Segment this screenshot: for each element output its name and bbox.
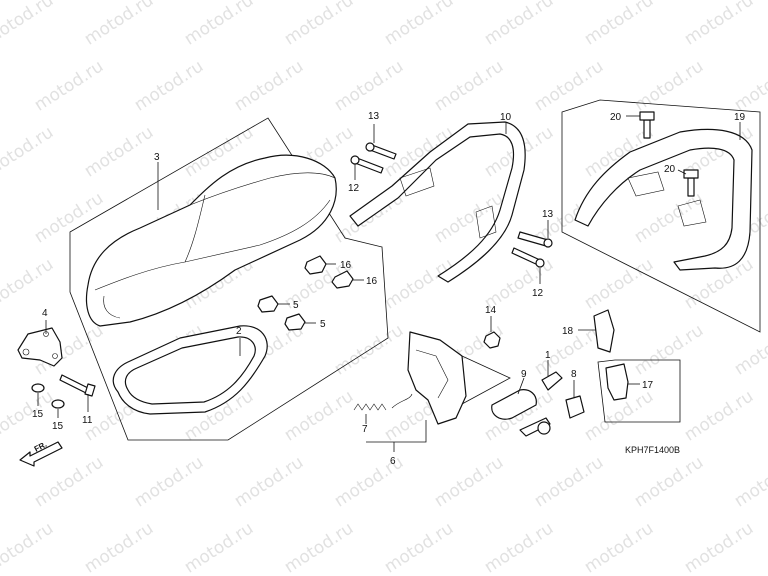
callout-12a: 12: [348, 183, 360, 194]
collar-15b: [51, 399, 65, 409]
callout-13a: 13: [368, 111, 380, 122]
callout-16b: 16: [366, 276, 378, 287]
callout-1: 1: [545, 350, 551, 361]
callout-7: 7: [362, 424, 368, 435]
bolts-right: [511, 231, 553, 268]
seat-latch: [391, 331, 467, 425]
lock-group-outline: [597, 359, 681, 423]
callout-8: 8: [571, 369, 577, 380]
front-direction-arrow: FR.: [19, 440, 63, 467]
bolt-20b: [683, 169, 699, 197]
callout-4: 4: [42, 308, 48, 319]
callout-5b: 5: [320, 319, 326, 330]
callout-16a: 16: [340, 260, 352, 271]
callout-12b: 12: [532, 288, 544, 299]
callout-15b: 15: [52, 421, 64, 432]
callout-19: 19: [734, 112, 746, 123]
bracket-17: [605, 363, 629, 401]
callout-2: 2: [236, 326, 242, 337]
callout-11: 11: [82, 415, 93, 426]
callout-15a: 15: [32, 409, 44, 420]
callout-17: 17: [642, 380, 654, 391]
diagram-code: KPH7F1400B: [625, 445, 681, 455]
rear-carrier: [574, 128, 753, 271]
callout-18: 18: [562, 326, 574, 337]
callout-5a: 5: [293, 300, 299, 311]
bracket-18: [593, 309, 615, 353]
clip-1: [541, 371, 563, 391]
cushions: [257, 255, 354, 331]
collar-15a: [31, 383, 45, 393]
callout-20b: 20: [664, 164, 676, 175]
callout-20a: 20: [610, 112, 622, 123]
seat-frame: [112, 325, 268, 415]
callout-10: 10: [500, 112, 512, 123]
seat: [85, 154, 337, 327]
callout-3: 3: [154, 152, 160, 163]
grab-rail: [349, 121, 526, 283]
key-cylinder: [491, 389, 551, 437]
spring-7: [353, 403, 387, 411]
callout-6: 6: [390, 456, 396, 467]
callout-13b: 13: [542, 209, 554, 220]
bolt-11: [59, 374, 96, 397]
bolts-left: [350, 142, 397, 174]
washer-8: [565, 395, 585, 419]
seat-bracket: [17, 327, 63, 367]
callouts: 3 4 2 15 15 11 16 16 5 5 13 12 1: [32, 111, 746, 467]
nut-14: [483, 331, 501, 349]
callout-9: 9: [521, 369, 527, 380]
rear-carrier-group-outline: [561, 99, 761, 333]
bolt-20a: [639, 111, 655, 139]
callout-14: 14: [485, 305, 497, 316]
